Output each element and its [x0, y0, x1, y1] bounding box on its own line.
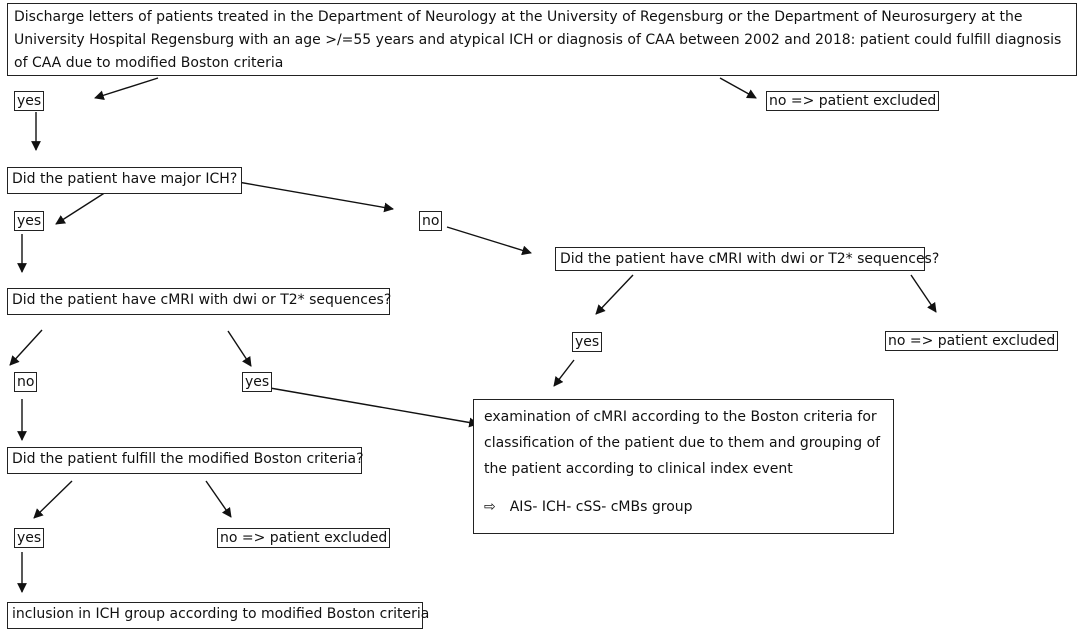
arrow-major-ich-to-yes [55, 191, 107, 225]
arrow-start-to-no-excluded [719, 77, 757, 99]
examination-bullet: ⇨ AIS- ICH- cSS- cMBs group [484, 494, 883, 520]
yes-label-right: yes [572, 332, 603, 352]
yes-label-left: yes [242, 372, 273, 392]
right-arrow-outline-icon: ⇨ [484, 499, 496, 515]
arrow-boston-to-yes [33, 480, 73, 519]
question-boston: Did the patient fulfill the modified Bos… [7, 447, 364, 474]
question-major-ich: Did the patient have major ICH? [7, 167, 242, 194]
arrow-no-to-cmri-right [446, 226, 532, 256]
examination-text: examination of cMRI according to the Bos… [484, 409, 881, 477]
start-text: Discharge letters of patients treated in… [14, 9, 1062, 71]
arrow-boston-to-no-excluded [205, 480, 232, 518]
arrow-cmri-left-to-no [9, 329, 43, 366]
question-cmri-left: Did the patient have cMRI with dwi or T2… [7, 288, 391, 315]
examination-box: examination of cMRI according to the Bos… [473, 399, 894, 534]
no-excluded-label-1: no => patient excluded [766, 91, 940, 111]
no-excluded-label-3: no => patient excluded [217, 528, 391, 548]
arrow-cmri-right-to-no-excluded [910, 274, 937, 313]
yes-label-1: yes [14, 91, 45, 111]
no-label-1: no [419, 211, 443, 231]
arrow-cmri-left-to-yes [227, 330, 252, 367]
arrow-yes-left-to-examination [269, 387, 479, 428]
no-excluded-label-right: no => patient excluded [885, 331, 1059, 351]
arrow-cmri-right-to-yes [595, 274, 634, 315]
no-label-2: no [14, 372, 38, 392]
arrow-yes-right-to-examination [553, 359, 575, 387]
group-list: AIS- ICH- cSS- cMBs group [509, 499, 693, 515]
inclusion-box: inclusion in ICH group according to modi… [7, 602, 429, 629]
arrow-start-to-yes [94, 77, 159, 101]
question-cmri-right: Did the patient have cMRI with dwi or T2… [555, 247, 939, 271]
arrow-major-ich-to-no [237, 181, 394, 213]
yes-label-2: yes [14, 211, 45, 231]
yes-label-3: yes [14, 528, 45, 548]
start-box: Discharge letters of patients treated in… [7, 3, 1077, 76]
